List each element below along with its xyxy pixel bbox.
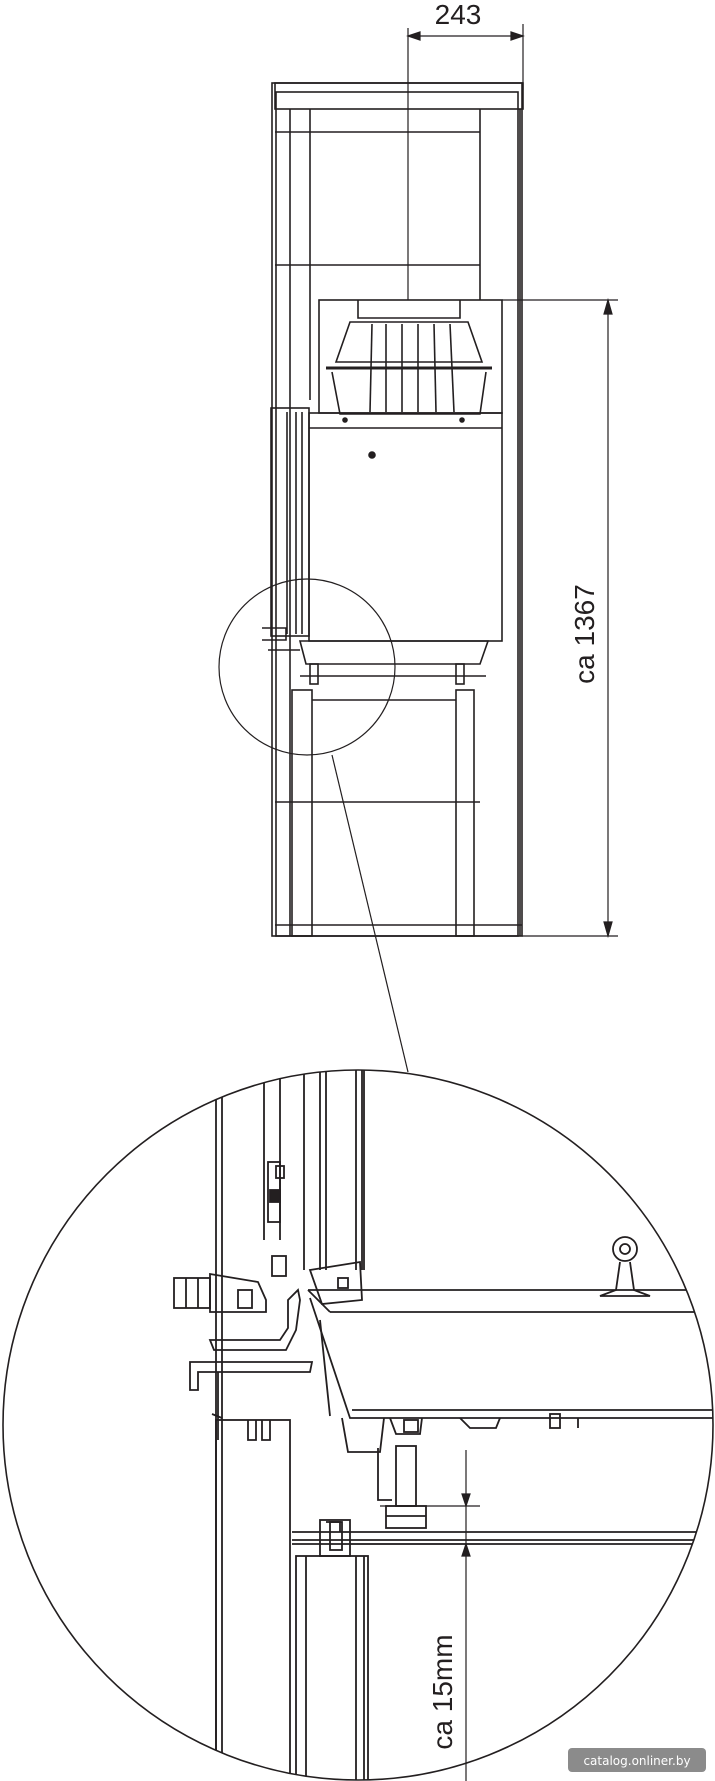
- door-glass: [270, 407, 310, 637]
- gap-dimension: [350, 1450, 480, 1781]
- detail-circle: [2, 1069, 714, 1781]
- height-dimension: [502, 297, 618, 939]
- height-label: ca 1367: [569, 584, 600, 684]
- top-cap: [274, 82, 524, 110]
- watermark-badge: [568, 1748, 706, 1772]
- width-dimension: [406, 24, 525, 300]
- left-leg: [291, 689, 313, 937]
- watermark-text: catalog.onliner.by: [583, 1754, 690, 1768]
- leader-line: [331, 754, 409, 1073]
- flue-box: [318, 299, 503, 414]
- detail-callout: [218, 578, 409, 1073]
- detail-marker-circle: [218, 578, 396, 756]
- stove-side-view: [262, 82, 524, 937]
- right-leg: [455, 689, 475, 937]
- lifting-eyelet: [612, 1236, 638, 1262]
- flue-collar: [334, 321, 484, 363]
- door-handle-block: [173, 1277, 211, 1309]
- detail-view: [173, 1070, 713, 1780]
- gap-label: ca 15mm: [427, 1634, 458, 1749]
- firebox-body: [308, 412, 503, 642]
- base-plate: [298, 640, 490, 665]
- adjustable-foot: [385, 1505, 427, 1529]
- width-label: 243: [435, 0, 482, 30]
